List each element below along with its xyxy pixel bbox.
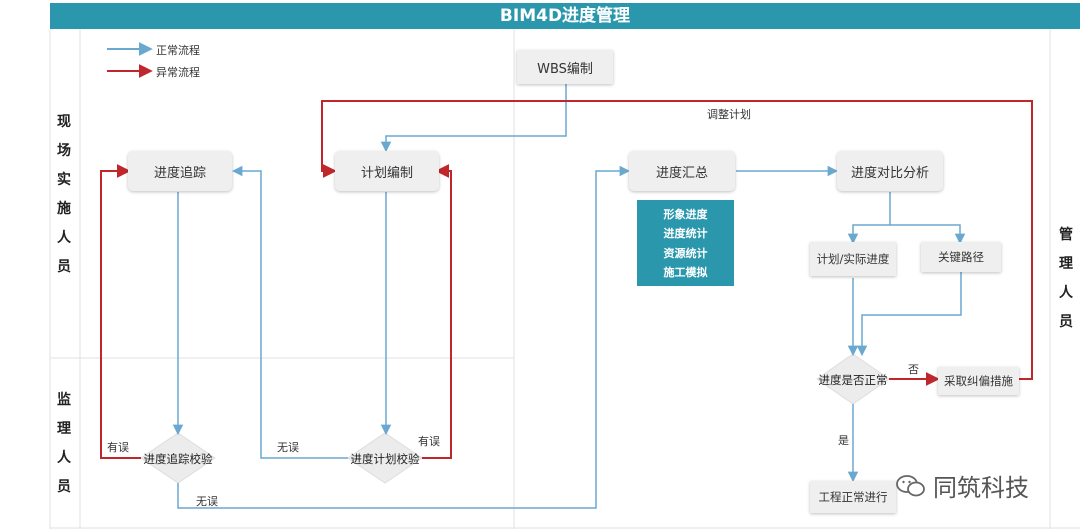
wechat-icon <box>896 474 925 496</box>
edge-label-no-error-bottom: 无误 <box>196 495 218 508</box>
summary-item: 施工模拟 <box>663 266 708 280</box>
edge-compare-split <box>847 192 891 245</box>
edge-label-adjust-plan: 调整计划 <box>707 108 751 121</box>
edge-label-yes: 是 <box>838 434 849 447</box>
edge-adjust-plan <box>321 100 1033 380</box>
normal-flow-edges <box>172 84 966 509</box>
summary-item: 进度统计 <box>663 227 708 241</box>
abnormal-flow-edges <box>100 100 1033 459</box>
lane-label-supervisor: 监 理 人 员 <box>57 392 71 495</box>
legend-abnormal-label: 异常流程 <box>156 66 200 79</box>
edge-label-no-error-mid: 无误 <box>277 441 299 454</box>
edge-label-error-left: 有误 <box>107 441 129 454</box>
diamond-label-plan-check: 进度计划校验 <box>350 452 420 466</box>
edge-compare-to-critical <box>890 224 966 245</box>
edge-critical-to-diamond <box>856 272 962 357</box>
node-corrective-action[interactable]: 采取纠偏措施 <box>938 367 1019 395</box>
edge-trackcheck-to-summary <box>177 165 631 509</box>
edge-label-error-right: 有误 <box>418 435 440 448</box>
node-progress-compare[interactable]: 进度对比分析 <box>837 151 943 191</box>
watermark-text: 同筑科技 <box>933 474 1029 502</box>
watermark: 同筑科技 <box>895 468 1029 503</box>
node-progress-summary[interactable]: 进度汇总 <box>629 151 735 191</box>
diamond-plan-check <box>347 432 423 484</box>
node-plan-creation[interactable]: 计划编制 <box>335 151 439 191</box>
diamond-label-is-normal: 进度是否正常 <box>818 373 888 387</box>
lane-label-field-staff: 现 场 实 施 人 员 <box>57 114 71 275</box>
edge-wbs-to-plan <box>380 84 567 153</box>
node-plan-vs-actual[interactable]: 计划/实际进度 <box>810 242 896 276</box>
node-normal-progress[interactable]: 工程正常进行 <box>810 481 896 513</box>
node-wbs[interactable]: WBS编制 <box>517 50 613 84</box>
edge-plancheck-error <box>422 164 452 459</box>
edge-trackcheck-error <box>100 164 141 459</box>
swimlane-grid <box>49 29 1080 529</box>
summary-item: 资源统计 <box>663 246 708 260</box>
legend-normal-label: 正常流程 <box>156 44 200 57</box>
summary-item: 形象进度 <box>663 207 708 221</box>
node-critical-path[interactable]: 关键路径 <box>921 242 1001 272</box>
summary-items-box: 形象进度 进度统计 资源统计 施工模拟 <box>637 200 734 286</box>
edge-label-no: 否 <box>908 363 919 376</box>
page-title: BIM4D进度管理 <box>50 3 1080 29</box>
edge-plancheck-to-tracking <box>231 165 348 459</box>
lane-label-manager: 管 理 人 员 <box>1059 227 1073 330</box>
diamond-label-tracking-check: 进度追踪校验 <box>143 452 213 466</box>
node-progress-tracking[interactable]: 进度追踪 <box>128 151 232 191</box>
